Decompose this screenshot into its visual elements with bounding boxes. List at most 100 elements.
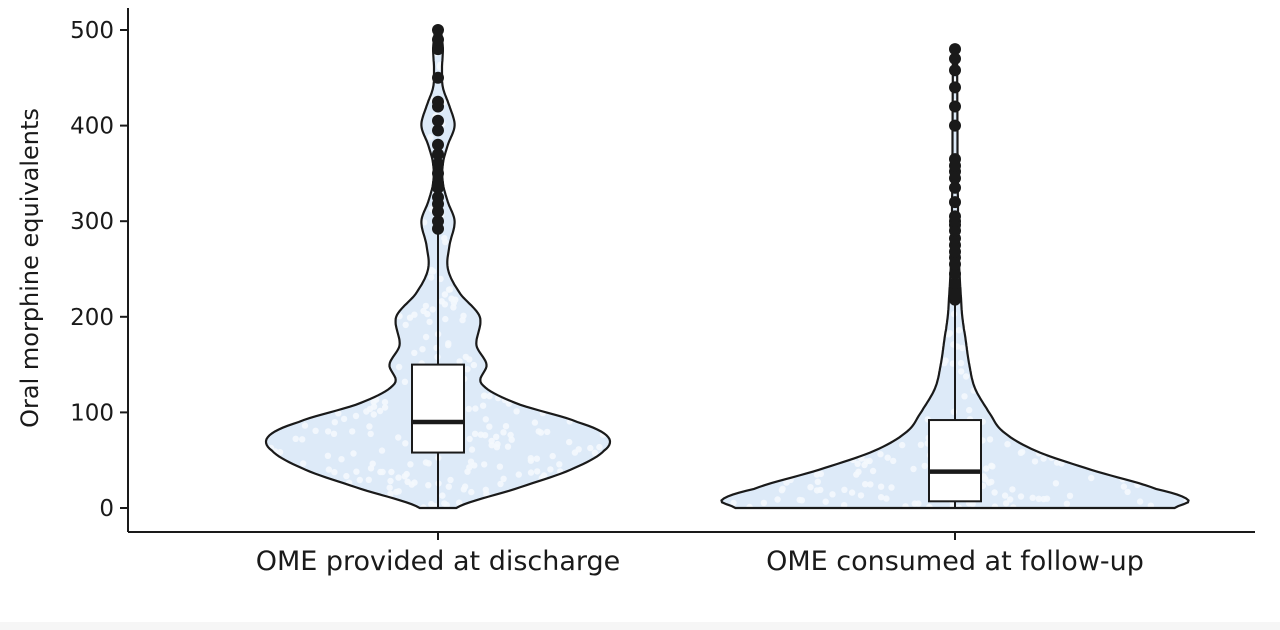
jitter-point [1043,495,1051,502]
jitter-point [486,423,493,430]
jitter-point [596,443,603,451]
jitter-point [1019,448,1026,456]
jitter-point [1017,493,1025,500]
jitter-point [988,478,995,486]
jitter-point [411,311,418,318]
outlier-point [432,71,444,84]
jitter-point [403,470,410,478]
jitter-point [370,411,377,418]
jitter-point [544,428,551,436]
outlier-point [432,33,444,46]
jitter-point [1002,500,1010,507]
jitter-point [862,481,869,488]
jitter-point [950,408,958,415]
jitter-point [957,359,965,367]
jitter-point [482,416,489,423]
jitter-point [1063,500,1071,507]
outlier-point [949,100,961,113]
jitter-point [299,436,306,443]
jitter-point [890,457,897,465]
jitter-point [471,430,479,437]
jitter-point [401,378,409,385]
jitter-point [1066,492,1074,499]
outlier-point [432,124,444,137]
jitter-point [854,460,861,467]
jitter-point [460,312,467,319]
jitter-point [325,466,333,473]
jitter-point [467,458,475,465]
jitter-point [481,432,489,439]
jitter-point [324,428,332,435]
jitter-point [587,444,594,452]
jitter-point [443,501,450,508]
jitter-point [370,403,378,410]
jitter-point [841,502,848,508]
jitter-point [855,468,862,475]
jitter-point [991,503,999,508]
jitter-point [774,496,781,503]
jitter-point [566,438,573,446]
jitter-point [1007,496,1014,503]
jitter-point [419,346,426,353]
jitter-point [324,452,332,459]
jitter-point [867,481,874,488]
jitter-point [335,410,342,417]
outlier-point [432,215,444,228]
jitter-point [547,466,554,473]
jitter-point [456,499,463,506]
jitter-point [420,307,427,315]
jitter-point [442,315,449,323]
jitter-point [395,434,402,441]
jitter-point [921,462,928,470]
jitter-point [982,476,989,483]
jitter-point [428,500,435,508]
jitter-point [877,483,885,490]
jitter-point [502,423,510,430]
jitter-point [991,489,998,496]
jitter-point [1088,474,1095,482]
jitter-point [848,489,856,496]
plot-area [264,24,1190,510]
jitter-point [1004,441,1011,448]
jitter-point [915,500,922,507]
outlier-point [949,267,961,280]
jitter-point [730,499,737,507]
jitter-point [1031,458,1039,465]
jitter-point [441,291,449,298]
outlier-point [432,148,444,161]
jitter-point [817,486,824,494]
jitter-point [472,405,479,412]
jitter-point [343,472,350,480]
outlier-point [949,43,961,56]
jitter-point [571,449,579,456]
jitter-point [493,444,501,451]
jitter-point [338,456,345,463]
jitter-point [841,486,848,493]
jitter-point [349,428,356,435]
jitter-point [910,465,917,473]
jitter-point [1052,480,1060,487]
jitter-point [1029,494,1036,501]
jitter-point [422,302,430,310]
outlier-point [432,191,444,204]
jitter-point [340,415,348,423]
jitter-point [877,451,884,458]
jitter-point [989,463,996,470]
jitter-point [857,492,865,499]
jitter-point [829,491,836,498]
jitter-point [366,423,373,430]
jitter-point [807,484,814,491]
jitter-point [422,459,430,466]
jitter-point [479,402,487,409]
jitter-point [445,286,453,293]
jitter-point [447,476,454,484]
jitter-point [1136,498,1144,505]
outlier-point [949,81,961,94]
jitter-point [883,495,890,502]
y-tick-label: 300 [70,209,114,235]
box-1 [411,363,465,454]
jitter-point [493,433,500,440]
jitter-point [961,393,968,400]
